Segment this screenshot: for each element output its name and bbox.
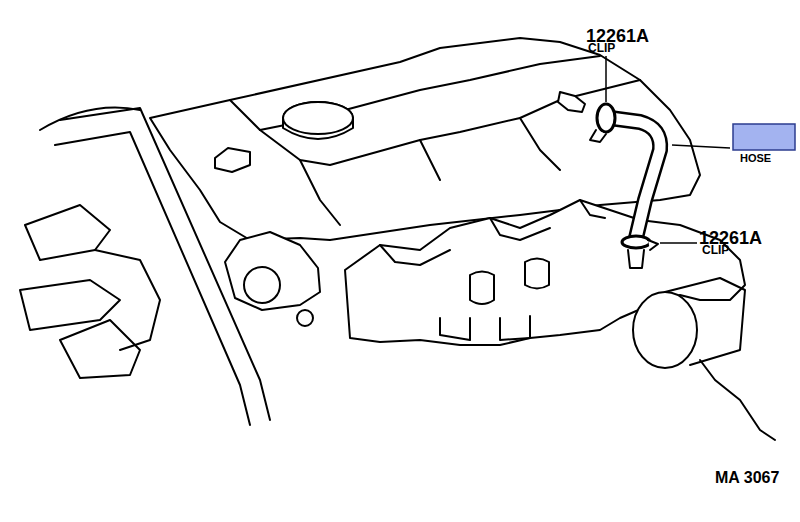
manifold-runner [380,200,605,265]
clip-tab [648,240,658,250]
hose-inner [610,118,660,238]
clip-tab [590,130,606,142]
fan-blade [25,205,110,260]
vent-nipple [558,92,585,112]
belt-guide [40,108,140,131]
cover-ridge [260,80,640,165]
housing-bolt [297,310,313,326]
fan-hub [95,250,160,350]
intake-duct [700,360,775,440]
housing-port [244,267,280,303]
intake-pipe [633,292,697,368]
manifold-port [525,259,549,289]
drive-belt [55,108,270,425]
highlight-box [733,124,795,150]
fan-blade [60,320,140,378]
cover-tab [215,148,250,172]
head-cover [150,38,700,240]
hose-clip [622,236,650,248]
leader-line [605,56,607,102]
part-name: HOSE [740,153,771,164]
oil-cap [283,102,353,134]
diagram-code: MA 3067 [715,470,779,486]
hose-clip [597,104,615,132]
hose-nipple [628,250,644,268]
leader-line [660,242,697,244]
callout-number: CLIP [702,244,729,256]
thermostat-housing [225,232,320,310]
intake-pipe-body [665,278,745,365]
hose-outer [610,118,660,238]
callout-number: CLIP [588,42,615,54]
manifold-flange [440,316,530,340]
leader-line [672,145,730,148]
oil-cap-top [283,102,353,134]
manifold-port [470,272,494,305]
